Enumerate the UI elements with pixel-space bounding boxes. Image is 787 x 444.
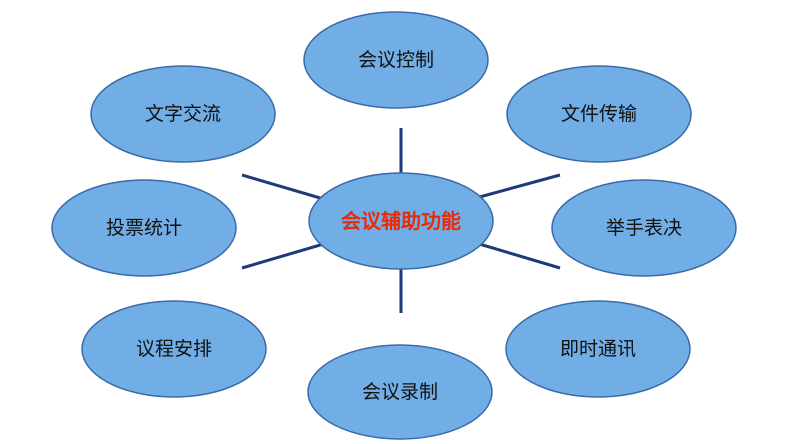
center-node-label: 会议辅助功能 <box>341 209 461 233</box>
node-bottom-right: 即时通讯 <box>505 300 691 398</box>
node-bottom-right-label: 即时通讯 <box>560 338 636 360</box>
node-top-left-ellipse <box>90 65 276 163</box>
connector-top-left <box>241 173 328 202</box>
node-left-ellipse <box>51 179 237 277</box>
node-top: 会议控制 <box>303 11 489 109</box>
node-right-label: 举手表决 <box>606 217 682 239</box>
node-left-label: 投票统计 <box>106 217 182 239</box>
node-top-right: 文件传输 <box>506 65 692 163</box>
node-bottom-ellipse <box>307 344 493 440</box>
node-bottom-left-label: 议程安排 <box>136 338 212 360</box>
center-node-ellipse <box>308 172 494 270</box>
node-right-ellipse <box>551 179 737 277</box>
center-node: 会议辅助功能 <box>308 172 494 270</box>
node-top-right-ellipse <box>506 65 692 163</box>
node-left: 投票统计 <box>51 179 237 277</box>
node-bottom: 会议录制 <box>307 344 493 440</box>
node-top-left: 文字交流 <box>90 65 276 163</box>
node-right: 举手表决 <box>551 179 737 277</box>
node-top-ellipse <box>303 11 489 109</box>
connector-bottom-left <box>241 241 328 270</box>
node-bottom-left: 议程安排 <box>81 300 267 398</box>
connector-top-right <box>475 173 561 200</box>
connector-bottom-right <box>475 241 561 270</box>
node-top-label: 会议控制 <box>358 49 434 71</box>
node-top-left-label: 文字交流 <box>145 103 221 125</box>
node-bottom-right-ellipse <box>505 300 691 398</box>
node-bottom-left-ellipse <box>81 300 267 398</box>
node-bottom-label: 会议录制 <box>362 381 438 403</box>
node-top-right-label: 文件传输 <box>561 103 637 125</box>
connector-lines <box>241 128 561 313</box>
